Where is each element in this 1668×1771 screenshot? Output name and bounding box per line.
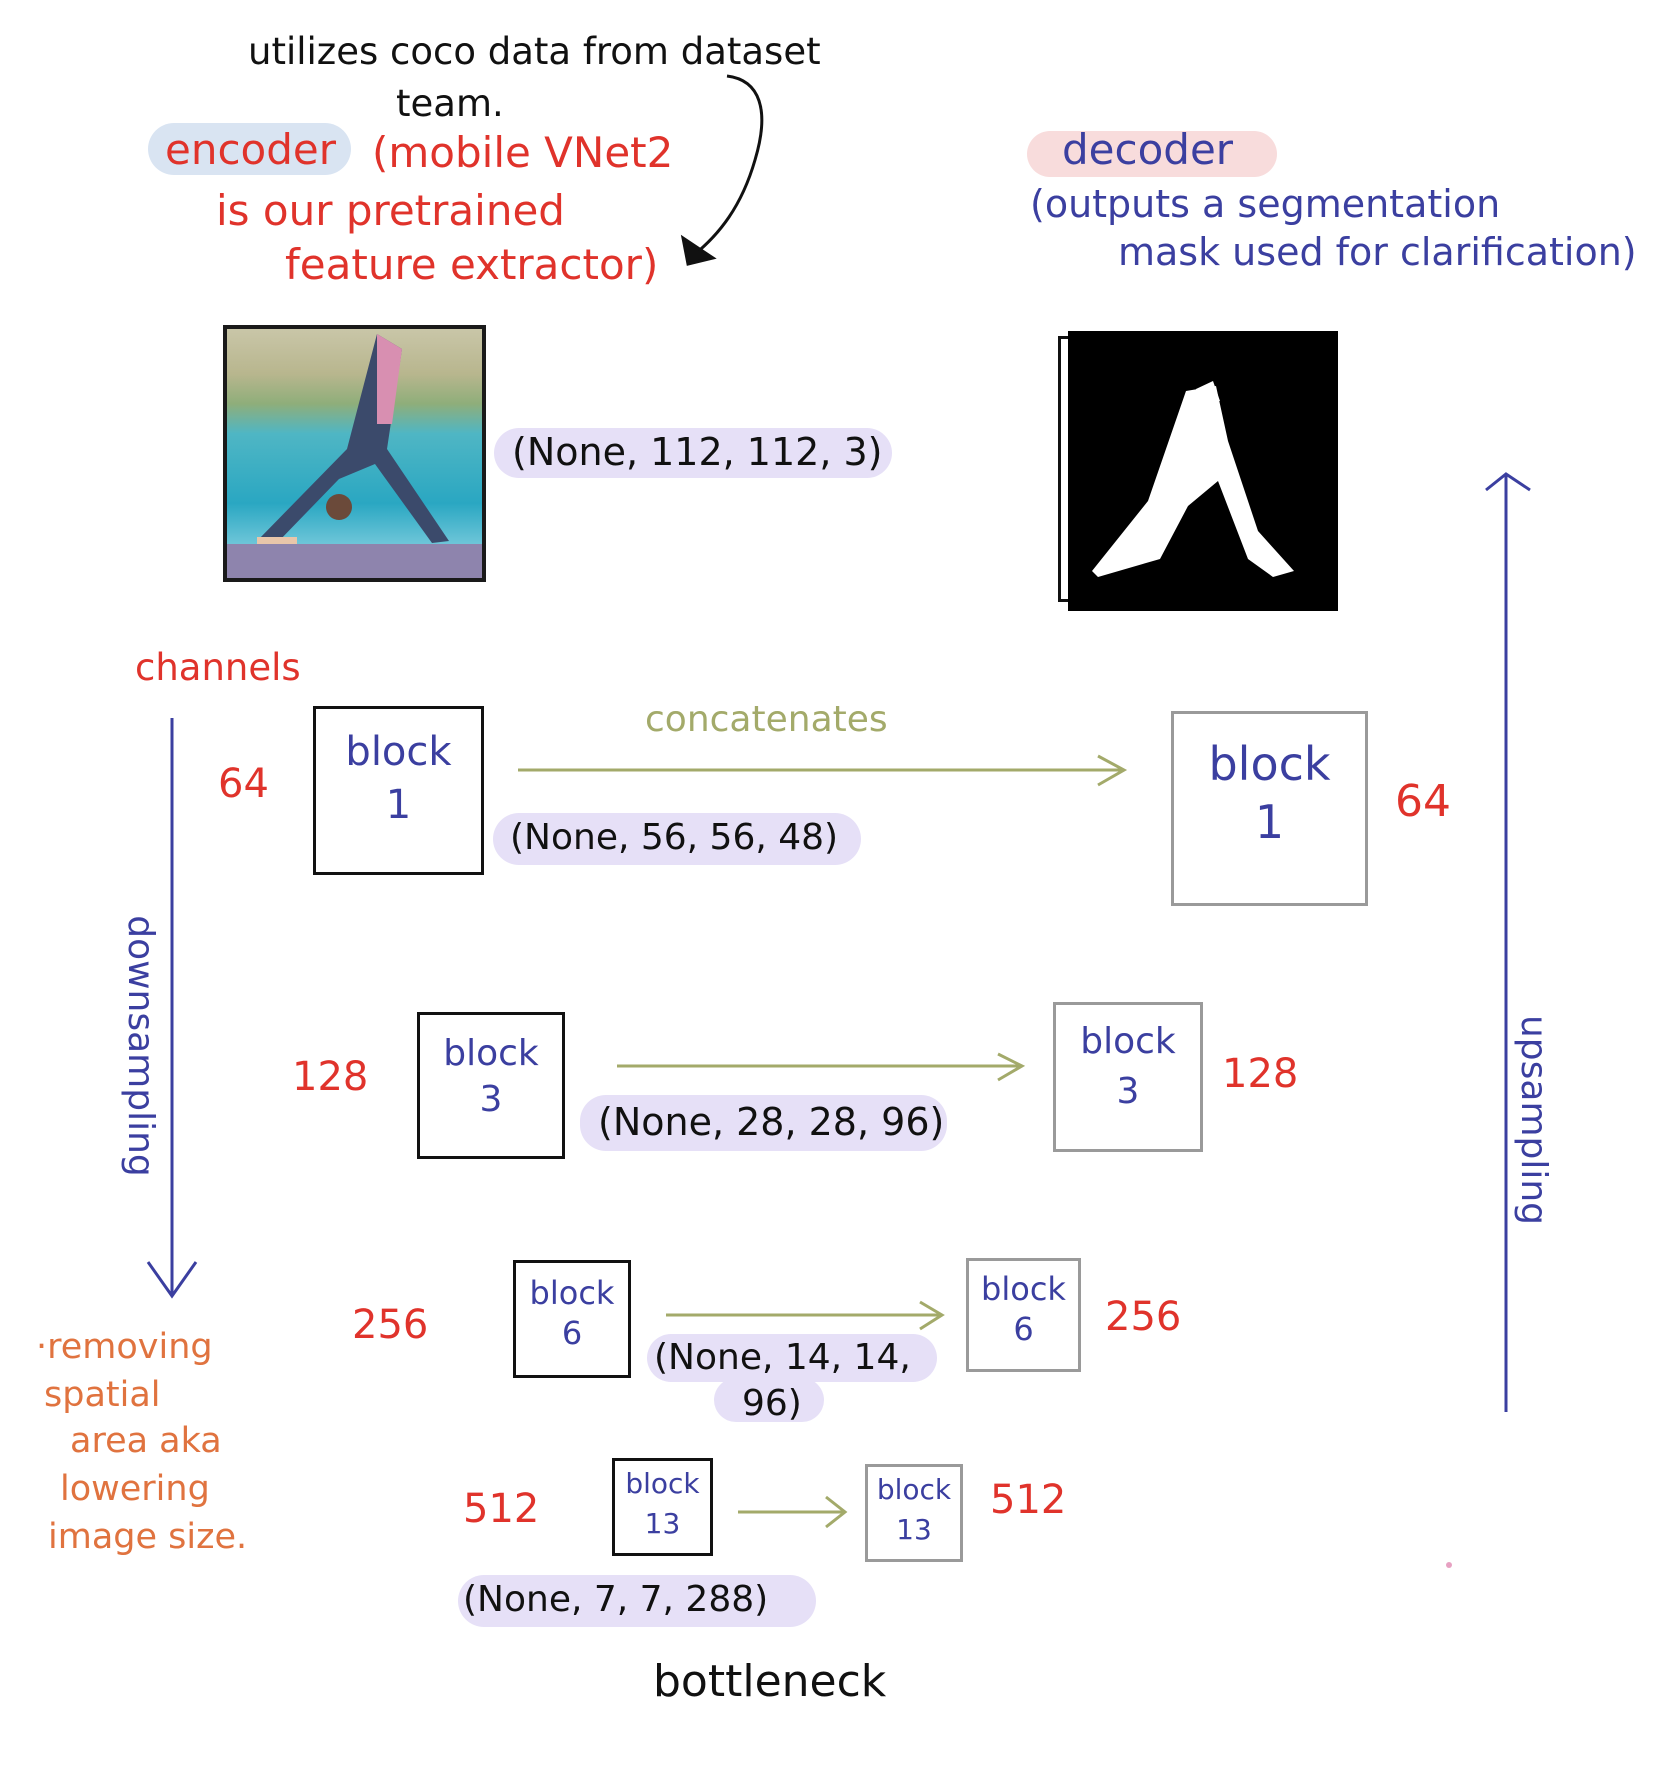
encoder-block-3-label: block [443,1033,539,1074]
removing-note-line4: lowering [60,1469,210,1509]
coco-note-line1: utilizes coco data from dataset [248,30,821,73]
block13-shape-text: (None, 7, 7, 288) [463,1579,769,1620]
block3-shape-highlight [580,1095,947,1151]
block6-shape-text-line1: (None, 14, 14, [654,1337,911,1378]
decoder-highlight [1027,131,1277,177]
encoder-block-1-number: 1 [385,782,412,828]
removing-note-line3: area aka [70,1421,222,1461]
block1-shape-text: (None, 56, 56, 48) [510,817,839,858]
yoga-pose-figure [227,334,482,578]
decoder-block-6: block 6 [966,1258,1081,1372]
decoder-block-6-number: 6 [1013,1310,1034,1348]
decoder-block-1-number: 1 [1254,795,1285,849]
decoder-desc-line2: mask used for clarification) [1118,230,1637,274]
skip-arrowhead-block6 [919,1300,945,1331]
encoder-desc-line3: feature extractor) [285,240,659,289]
decoder-block-13-label: block [876,1473,952,1506]
input-yoga-photo [223,325,486,582]
decoder-channels-block13: 512 [990,1477,1067,1523]
pink-dot [1446,1562,1452,1568]
encoder-title: encoder [165,125,337,174]
coco-curved-arrow [689,74,764,260]
block1-shape-highlight [493,813,861,865]
block3-shape-text: (None, 28, 28, 96) [598,1100,945,1144]
mask-silhouette [1092,381,1294,577]
decoder-block-3-label: block [1080,1021,1176,1062]
upsampling-arrowhead [1485,472,1531,492]
encoder-highlight [148,123,351,175]
decoder-block-6-label: block [981,1270,1066,1308]
decoder-channels-block6: 256 [1105,1294,1182,1340]
encoder-block-3-number: 3 [479,1079,503,1120]
removing-note-line1: ·removing [36,1327,213,1367]
block6-shape-highlight-2 [714,1378,824,1422]
coco-note-line2: team. [396,82,504,125]
encoder-block-1: block 1 [313,706,484,875]
block6-shape-text-line2: 96) [742,1383,802,1424]
mask-frame-edge [1058,336,1070,602]
encoder-block-13: block 13 [612,1458,713,1556]
decoder-channels-block1: 64 [1395,776,1451,827]
decoder-channels-block3: 128 [1222,1051,1299,1097]
decoder-block-13-number: 13 [896,1513,932,1546]
output-segmentation-mask [1068,331,1338,611]
encoder-block-1-label: block [345,729,452,775]
encoder-desc-line2: is our pretrained [216,186,565,235]
encoder-block-13-label: block [625,1467,700,1500]
removing-note-line5: image size. [48,1517,248,1557]
encoder-block-3: block 3 [417,1012,565,1159]
skip-arrowhead-block13 [825,1495,848,1529]
encoder-block-6: block 6 [513,1260,631,1378]
coco-arrowhead [680,234,717,266]
skip-arrowhead-block3 [997,1052,1026,1082]
decoder-block-3: block 3 [1053,1002,1203,1152]
decoder-block-1: block 1 [1171,711,1368,906]
encoder-channels-block1: 64 [218,761,269,807]
decoder-block-3-number: 3 [1116,1071,1140,1112]
encoder-block-6-number: 6 [561,1314,583,1352]
removing-note-line2: spatial [44,1375,161,1415]
concatenates-label: concatenates [645,699,888,740]
bottleneck-label: bottleneck [653,1656,887,1707]
input-shape-text: (None, 112, 112, 3) [512,430,883,474]
block13-shape-highlight [458,1575,816,1627]
channels-label: channels [135,646,301,689]
decoder-block-13: block 13 [865,1464,963,1562]
encoder-desc-line1: (mobile VNet2 [372,128,674,177]
encoder-channels-block13: 512 [463,1486,540,1532]
encoder-channels-block3: 128 [292,1054,369,1100]
skip-arrowhead-block1 [1097,754,1128,787]
encoder-block-6-label: block [529,1274,615,1312]
input-shape-highlight [494,428,892,478]
block6-shape-highlight-1 [647,1334,937,1382]
encoder-block-13-number: 13 [644,1507,681,1540]
encoder-channels-block6: 256 [352,1302,429,1348]
decoder-block-1-label: block [1208,737,1331,791]
decoder-desc-line1: (outputs a segmentation [1030,182,1501,226]
downsampling-arrowhead [146,1261,198,1299]
decoder-title: decoder [1062,125,1234,174]
